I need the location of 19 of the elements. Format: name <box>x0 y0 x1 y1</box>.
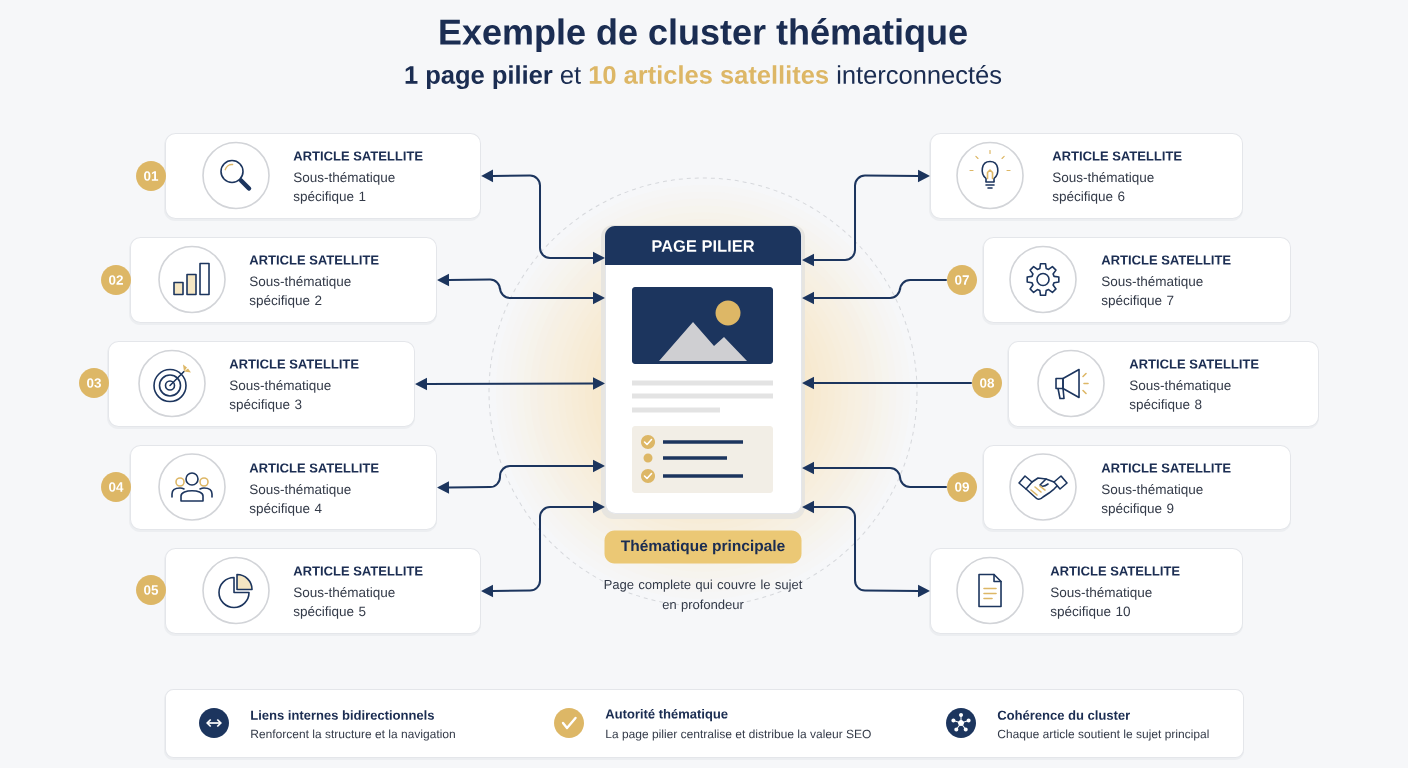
description-text: Page complete qui couvre le sujet en profondeur <box>604 579 803 612</box>
topic-pill: Thématique principale <box>604 530 802 564</box>
subtitle: 1 page pilier et 10 articles satellites interconnectés <box>405 64 1002 90</box>
number-badge: 09 <box>947 472 977 502</box>
number-badge: 07 <box>947 265 977 295</box>
node-label: Renforcent la structure et la navigation <box>251 729 455 741</box>
number-badge: 03 <box>79 368 109 398</box>
number-badge: 05 <box>136 575 166 605</box>
node-label: Liens internes bidirectionnels <box>251 710 434 720</box>
number-badge: 08 <box>972 368 1002 398</box>
number-badge: 02 <box>101 265 131 295</box>
node-label: Autorité thématique <box>605 708 728 722</box>
number-badge: 04 <box>101 472 131 502</box>
info-panel: Liens internes bidirectionnels Renforcent la structure et la navigation Autorité thématique La page pilier centralise et distribue la valeur SEO Cohérence du cluster Chaque article soutient le sujet principal <box>164 689 1244 760</box>
title: Exemple de cluster thématique <box>440 18 967 52</box>
node-label: Cohérence du cluster <box>997 710 1131 720</box>
number-badge: 01 <box>136 161 166 191</box>
node-label: Chaque article soutient le sujet principal <box>997 729 1209 741</box>
node-label: La page pilier centralise et distribue la valeur SEO <box>606 729 871 741</box>
